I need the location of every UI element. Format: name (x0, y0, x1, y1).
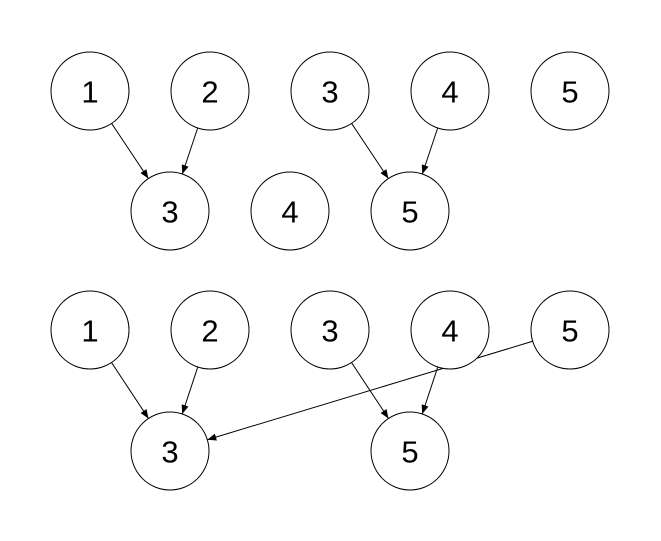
node-a5: 5 (530, 51, 610, 131)
node-circle (370, 411, 450, 491)
node-b3: 3 (130, 171, 210, 251)
node-c3: 3 (290, 290, 370, 370)
edge-arrow-c1-to-d3 (111, 362, 149, 419)
node-circle (530, 290, 610, 370)
node-label: 4 (441, 75, 458, 110)
node-circle (130, 171, 210, 251)
edges-layer (111, 123, 533, 441)
node-circle (170, 51, 250, 131)
edge-arrow-a2-to-b3 (181, 127, 199, 175)
node-circle (50, 51, 130, 131)
node-circle (250, 171, 330, 251)
node-label: 5 (401, 195, 418, 230)
node-a2: 2 (170, 51, 250, 131)
edge-arrow-c4-to-d5 (421, 366, 439, 415)
node-label: 2 (201, 314, 218, 349)
node-label: 2 (201, 75, 218, 110)
diagram-2: 1 2 3 4 5 3 5 (50, 290, 610, 491)
edge-arrow-c5-to-d3 (207, 340, 533, 441)
node-c4: 4 (410, 290, 490, 370)
node-circle (130, 411, 210, 491)
node-label: 5 (561, 75, 578, 110)
node-circle (410, 51, 490, 131)
edge-arrow-a4-to-b5 (421, 127, 439, 175)
node-circle (410, 290, 490, 370)
edge-arrow-c2-to-d3 (181, 366, 199, 415)
node-d5: 5 (370, 411, 450, 491)
diagram-1: 1 2 3 4 5 3 4 5 (50, 51, 610, 251)
node-label: 3 (161, 435, 178, 470)
node-c5: 5 (530, 290, 610, 370)
node-label: 4 (441, 314, 458, 349)
node-label: 3 (321, 75, 338, 110)
node-c2: 2 (170, 290, 250, 370)
edge-arrow-a1-to-b3 (111, 123, 149, 179)
node-label: 5 (561, 314, 578, 349)
node-c1: 1 (50, 290, 130, 370)
node-a3: 3 (290, 51, 370, 131)
node-b5: 5 (370, 171, 450, 251)
nodes-layer: 1 2 3 4 5 3 4 5 1 2 3 4 5 3 5 (50, 51, 610, 491)
node-label: 5 (401, 435, 418, 470)
node-circle (50, 290, 130, 370)
node-label: 3 (321, 314, 338, 349)
node-circle (530, 51, 610, 131)
node-a4: 4 (410, 51, 490, 131)
edge-arrow-a3-to-b5 (351, 123, 389, 179)
node-circle (290, 51, 370, 131)
node-label: 4 (281, 195, 298, 230)
node-a1: 1 (50, 51, 130, 131)
node-label: 1 (81, 75, 98, 110)
node-label: 3 (161, 195, 178, 230)
node-circle (370, 171, 450, 251)
node-circle (290, 290, 370, 370)
node-b4: 4 (250, 171, 330, 251)
node-label: 1 (81, 314, 98, 349)
node-d3: 3 (130, 411, 210, 491)
node-circle (170, 290, 250, 370)
